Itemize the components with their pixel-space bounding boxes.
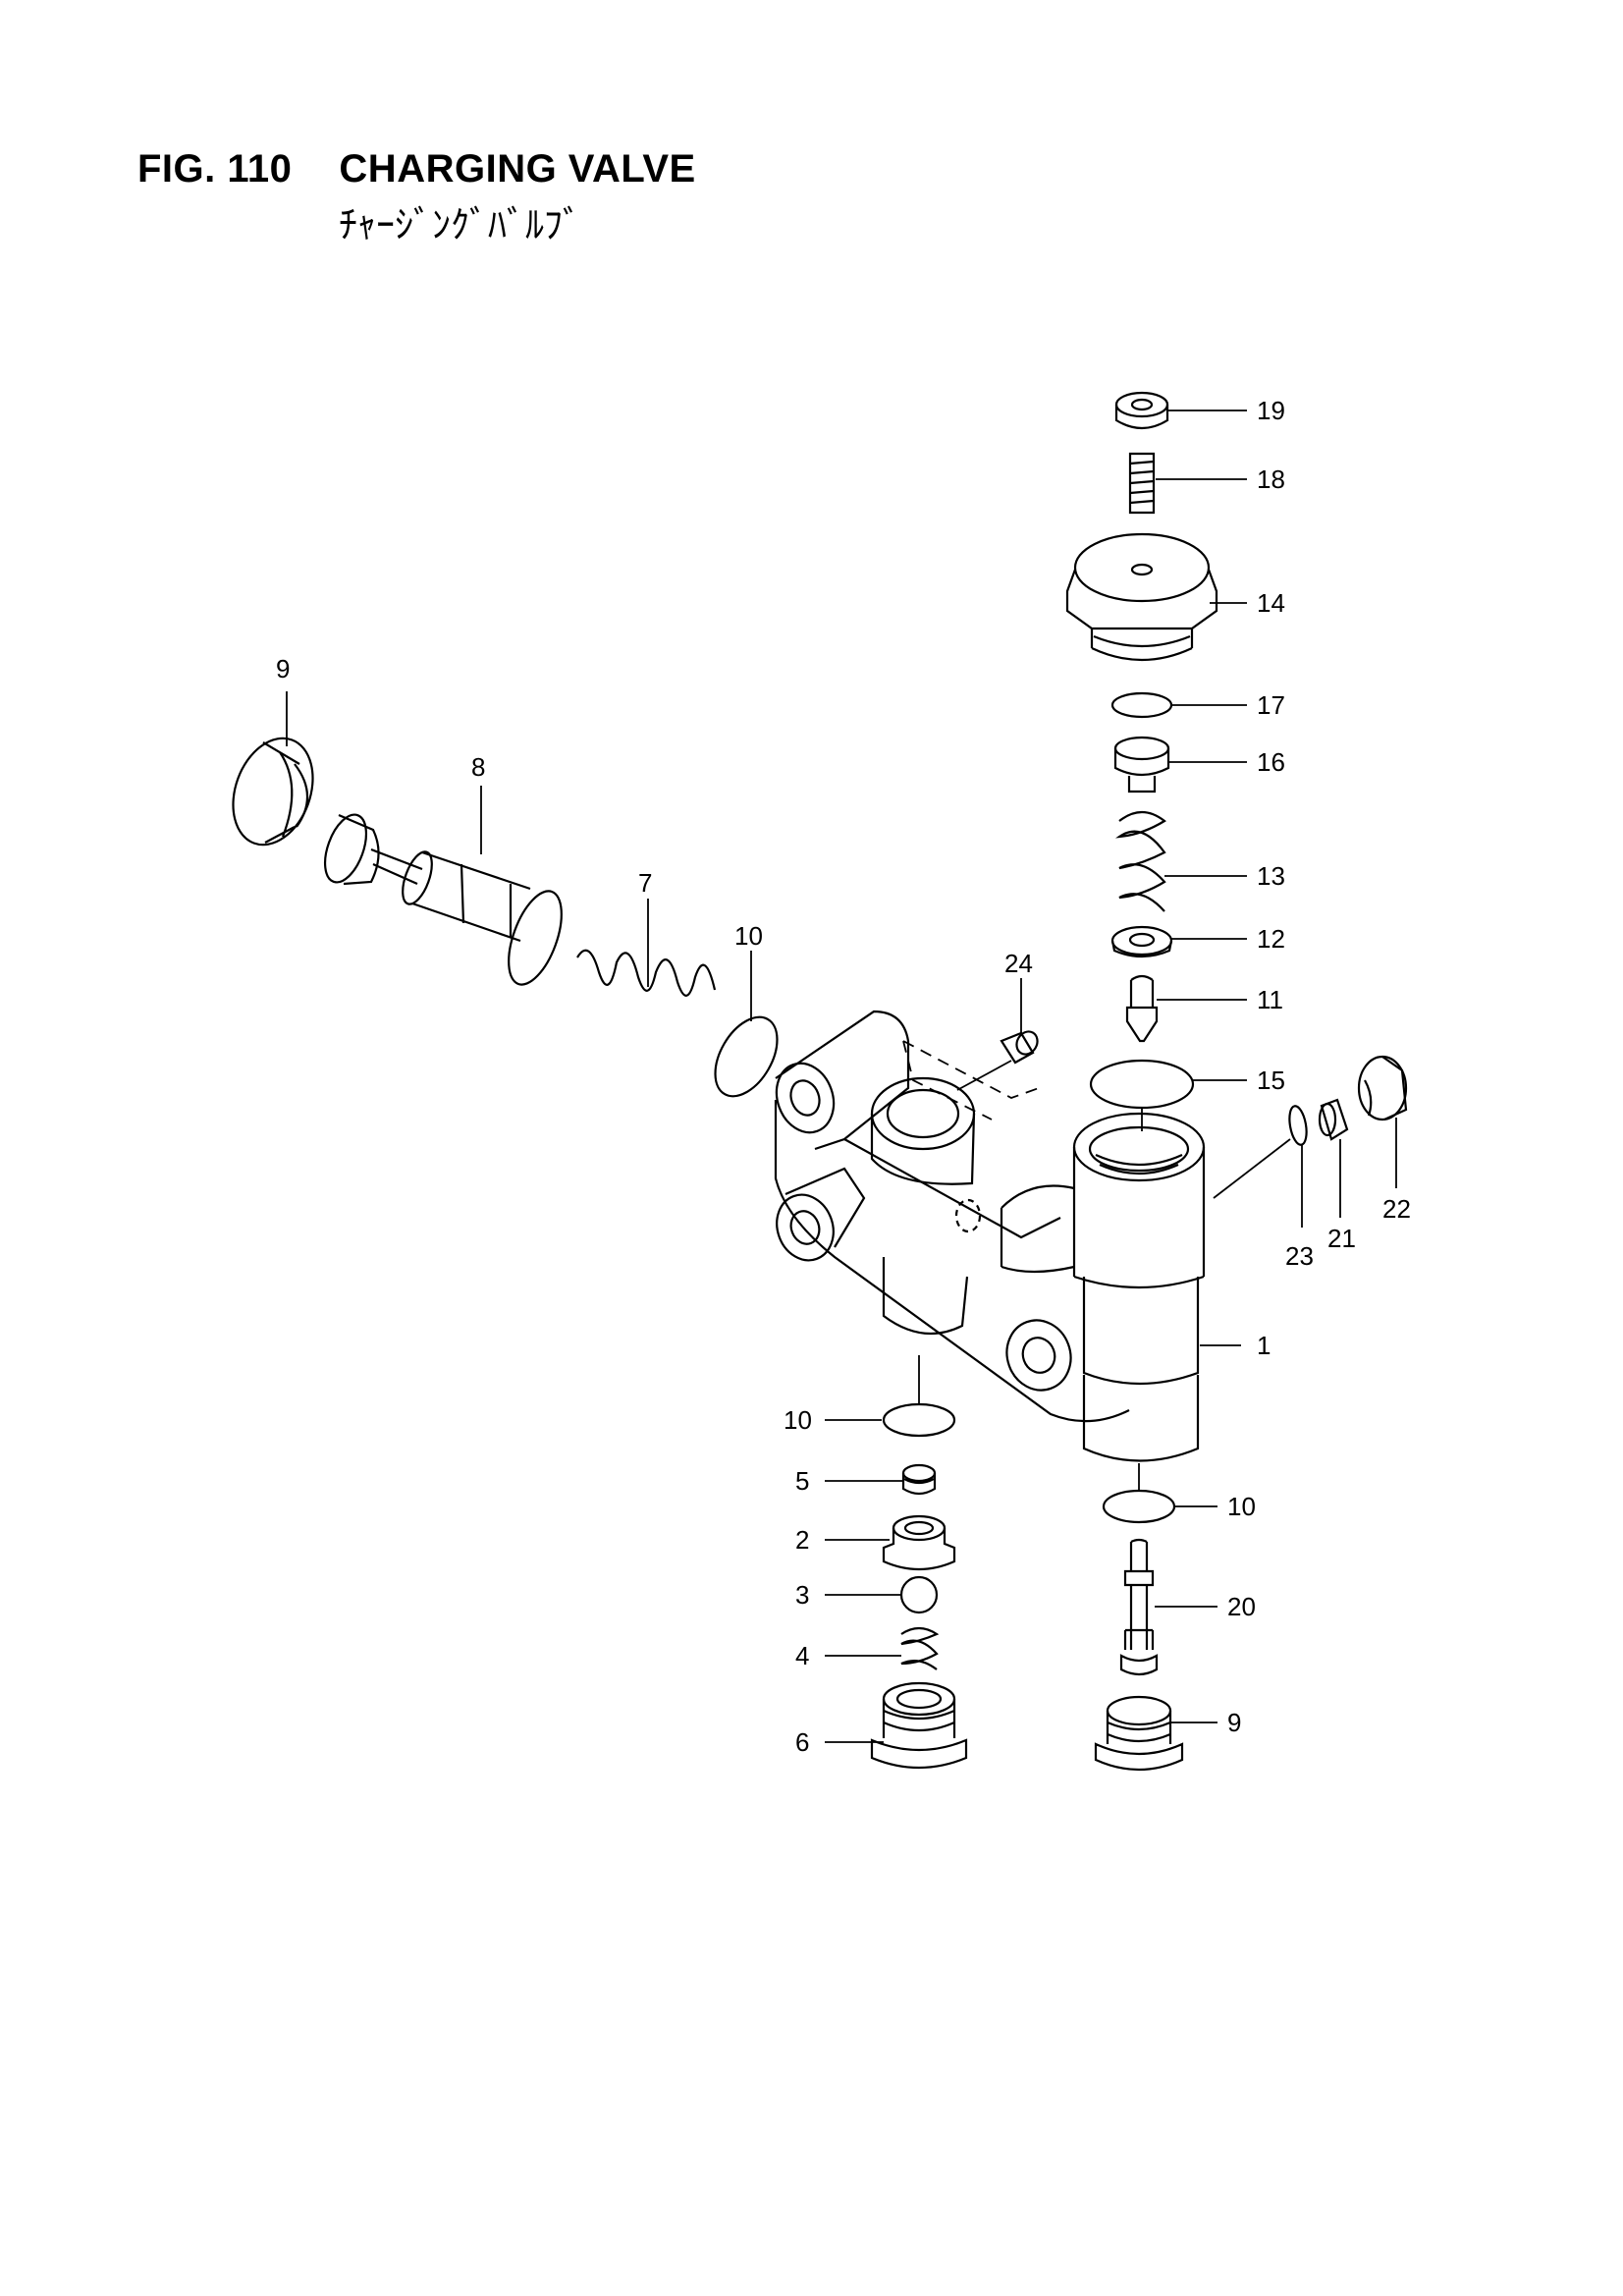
callout-19: 19: [1257, 396, 1285, 425]
callout-15: 15: [1257, 1066, 1285, 1095]
callout-11: 11: [1257, 985, 1283, 1014]
part-8-spool: [323, 813, 563, 986]
part-17-o-ring: [1110, 691, 1173, 719]
part-9-plug-lower: [1094, 1695, 1184, 1772]
callout-13: 13: [1257, 861, 1285, 891]
callout-4: 4: [795, 1641, 809, 1670]
part-3-ball: [899, 1575, 939, 1614]
figure-header: FIG. 110 CHARGING VALVE: [137, 147, 696, 191]
callout-21: 21: [1327, 1224, 1356, 1253]
callout-18: 18: [1257, 465, 1285, 494]
callout-22: 22: [1382, 1194, 1411, 1224]
callout-5: 5: [795, 1466, 809, 1496]
part-16-plug: [1113, 736, 1170, 793]
callout-10-left: 10: [734, 921, 763, 951]
part-18-stud: [1128, 452, 1156, 515]
part-21-fitting: [1318, 1098, 1349, 1141]
part-9-plug-upper: [232, 737, 314, 847]
part-24-plug: [1000, 1030, 1039, 1065]
callout-6: 6: [795, 1727, 809, 1757]
figure-name: CHARGING VALVE: [339, 147, 696, 191]
part-14-cap: [1065, 532, 1218, 662]
callout-labels: 19 18 14 17 16 13 12 11 15 9 8 7 10 24 2…: [276, 396, 1411, 1757]
callout-10-lower-right: 10: [1227, 1492, 1256, 1521]
part-15-o-ring: [1089, 1059, 1195, 1110]
part-11-poppet: [1125, 974, 1159, 1043]
part-5-orifice: [901, 1463, 937, 1496]
figure-number: FIG. 110: [137, 147, 293, 191]
figure-title: FIG. 110 CHARGING VALVE: [137, 147, 696, 191]
callout-3: 3: [795, 1580, 809, 1610]
callout-8: 8: [471, 752, 485, 782]
callout-9-lower: 9: [1227, 1708, 1241, 1737]
callout-17: 17: [1257, 690, 1285, 720]
callout-14: 14: [1257, 588, 1285, 618]
callout-24: 24: [1004, 949, 1033, 978]
part-10-o-ring-lower-right: [1102, 1489, 1176, 1524]
part-6-plug: [870, 1681, 968, 1770]
callout-12: 12: [1257, 924, 1285, 954]
part-10-o-ring-lower-left: [882, 1402, 956, 1438]
part-23-seal: [1288, 1105, 1308, 1146]
callout-23: 23: [1285, 1241, 1314, 1271]
callout-7: 7: [638, 868, 652, 898]
part-22-plug-right: [1357, 1055, 1408, 1121]
callout-1: 1: [1257, 1331, 1271, 1360]
callout-9-upper: 9: [276, 654, 290, 683]
part-13-spring: [1114, 810, 1166, 912]
figure-subtitle: ﾁｬｰｼﾞﾝｸﾞﾊﾞﾙﾌﾞ: [339, 203, 582, 246]
leader-lines: [286, 410, 1397, 1743]
callout-10-lower-left: 10: [784, 1405, 812, 1435]
part-20-pin: [1119, 1538, 1159, 1676]
part-12-seat: [1110, 925, 1173, 958]
part-1-valve-body: [774, 1010, 1206, 1462]
part-4-spring: [900, 1626, 940, 1670]
callout-2: 2: [795, 1525, 809, 1555]
part-19-nut: [1114, 391, 1169, 430]
part-2-seat: [882, 1514, 956, 1571]
callout-16: 16: [1257, 747, 1285, 777]
callout-20: 20: [1227, 1592, 1256, 1621]
part-7-spring: [576, 949, 717, 997]
part-10-o-ring-left: [714, 1015, 779, 1098]
